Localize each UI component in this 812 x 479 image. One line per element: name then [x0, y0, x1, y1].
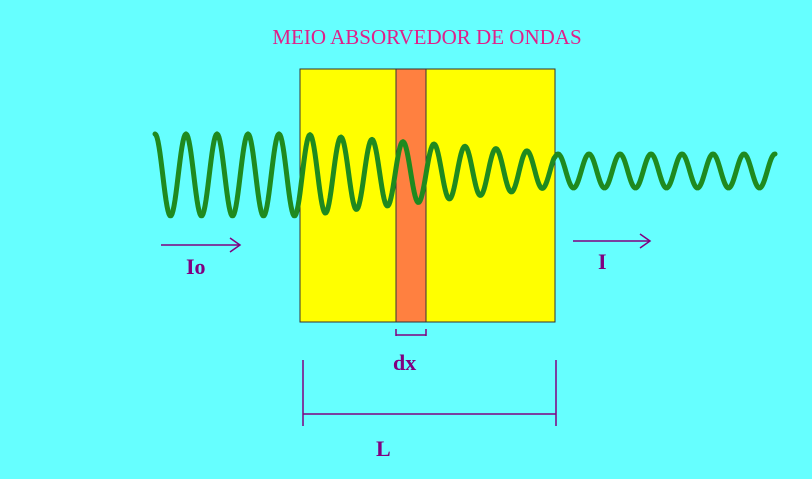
medium-length-label: L	[376, 436, 391, 461]
attenuated-wave	[152, 131, 778, 219]
absorbing-medium	[299, 68, 556, 323]
transmitted-arrow	[573, 233, 652, 249]
length-bracket	[302, 360, 557, 426]
incident-arrow	[161, 237, 242, 253]
dx-bracket	[395, 329, 427, 336]
incident-intensity-label: Io	[186, 254, 206, 279]
transmitted-intensity-label: I	[598, 249, 607, 274]
slice-thickness-label: dx	[393, 350, 416, 375]
diagram-title: MEIO ABSORVEDOR DE ONDAS	[272, 25, 581, 49]
